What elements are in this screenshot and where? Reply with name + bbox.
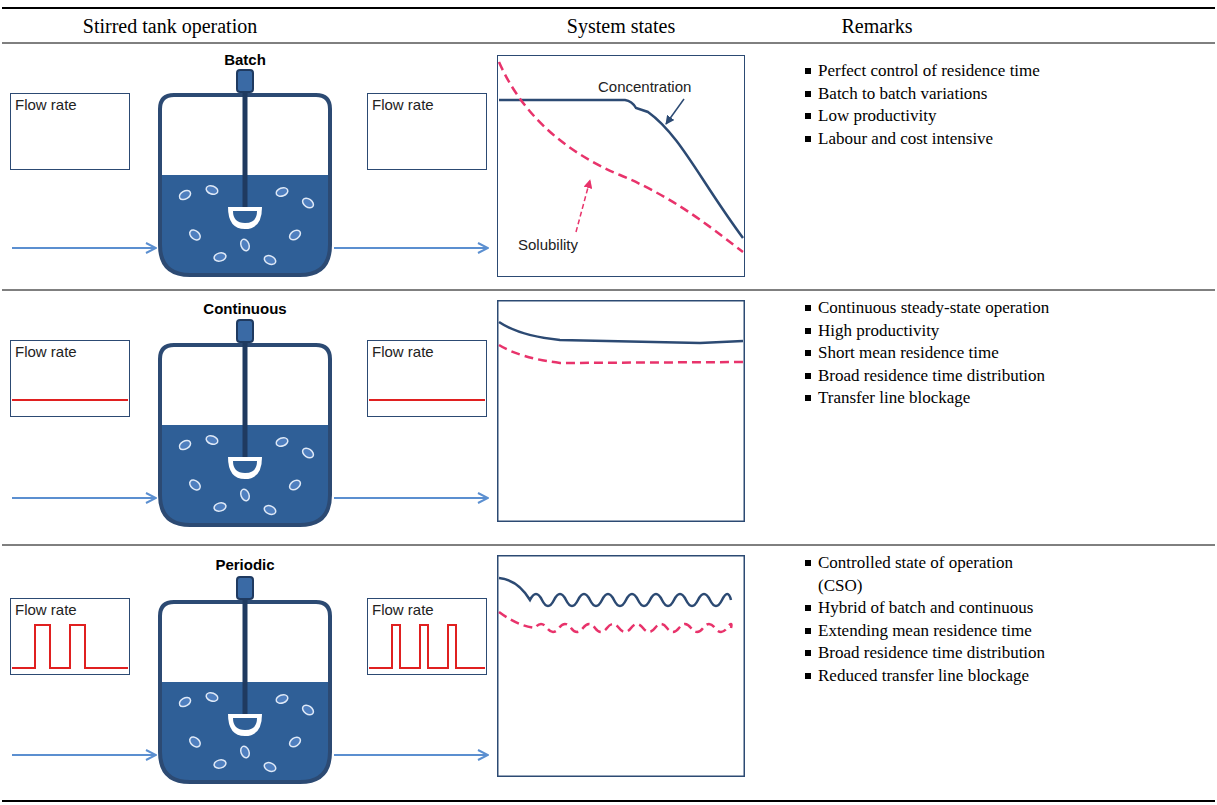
- box-title: Flow rate: [372, 96, 434, 114]
- solubility-curve: [499, 62, 743, 632]
- curve-label: Solubility: [518, 236, 578, 254]
- flow-rate-box: Flow rate: [10, 340, 130, 417]
- flow-rate-box: Flow rate: [10, 598, 130, 675]
- remark-bullet: Perfect control of residence time: [818, 60, 1050, 83]
- remark-bullet: High productivity: [818, 320, 1050, 343]
- box-title: Flow rate: [372, 343, 434, 361]
- stirred-tank: [160, 320, 330, 525]
- box-title: Flow rate: [15, 96, 77, 114]
- box-title: Flow rate: [372, 601, 434, 619]
- column-header: Stirred tank operation: [20, 14, 320, 38]
- table-rules: [2, 8, 1215, 801]
- remark-bullet: Extending mean residence time: [818, 620, 1050, 643]
- chart-box: ConcentrationSolubility: [497, 55, 745, 277]
- remark-bullet: Short mean residence time: [818, 342, 1050, 365]
- flow-signal: [12, 400, 485, 668]
- column-header: Remarks: [797, 14, 957, 38]
- operation-title: Continuous: [165, 300, 325, 318]
- remark-bullet: Hybrid of batch and continuous: [818, 597, 1050, 620]
- remark-bullet: Broad residence time distribution: [818, 365, 1050, 388]
- box-title: Flow rate: [15, 601, 77, 619]
- chart-frame: [498, 301, 745, 777]
- column-header: System states: [501, 14, 741, 38]
- operation-title: Batch: [165, 51, 325, 69]
- flow-arrows: [12, 248, 488, 755]
- flow-rate-box: Flow rate: [367, 598, 487, 675]
- box-title: Flow rate: [15, 343, 77, 361]
- curve-label: Concentration: [598, 78, 691, 96]
- stirred-tank: [160, 577, 330, 782]
- stirred-tank: [160, 70, 330, 275]
- remark-bullet: Reduced transfer line blockage: [818, 665, 1050, 688]
- operation-title: Periodic: [165, 556, 325, 574]
- remark-bullet: Continuous steady-state operation: [818, 297, 1050, 320]
- leader-arrow: [576, 99, 684, 232]
- flow-rate-box: Flow rate: [367, 340, 487, 417]
- remark-bullet: Broad residence time distribution: [818, 642, 1050, 665]
- remark-bullet: Controlled state of operation (CSO): [818, 552, 1050, 597]
- flow-rate-box: Flow rate: [367, 93, 487, 170]
- flow-rate-box: Flow rate: [10, 93, 130, 170]
- remark-bullet: Low productivity: [818, 105, 1050, 128]
- remark-bullet: Transfer line blockage: [818, 387, 1050, 410]
- remark-bullet: Labour and cost intensive: [818, 128, 1050, 151]
- remark-bullet: Batch to batch variations: [818, 83, 1050, 106]
